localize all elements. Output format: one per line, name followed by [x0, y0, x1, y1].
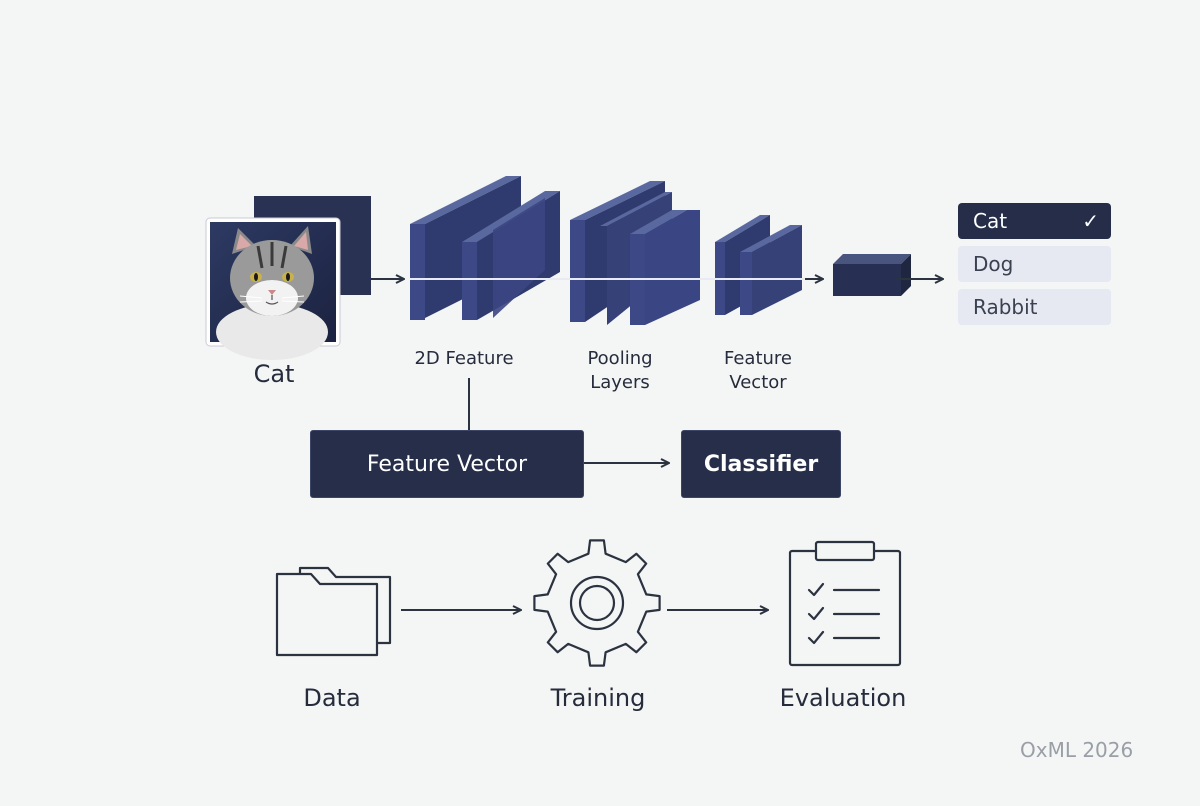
prediction-option-label: Dog	[973, 252, 1014, 276]
pooling-label-line1: Pooling	[587, 348, 653, 369]
watermark: OxML 2026	[1020, 738, 1134, 762]
output-block	[833, 254, 911, 296]
prediction-option-rabbit[interactable]: Rabbit	[958, 289, 1111, 325]
workflow-step-training-label: Training	[550, 684, 646, 712]
prediction-option-cat[interactable]: Cat ✓	[958, 203, 1111, 239]
pooling-layer-stack	[570, 181, 700, 325]
prediction-option-label: Cat	[973, 209, 1008, 233]
conv-layer-stack	[410, 176, 560, 320]
feature-2d-label: 2D Feature	[414, 348, 514, 369]
gear-outer-ring	[569, 575, 625, 631]
input-image	[205, 196, 371, 360]
classifier-box: Classifier	[681, 430, 841, 498]
feature-vector-stage-label-line2: Vector	[729, 372, 787, 393]
input-label: Cat	[253, 360, 295, 388]
check-icon: ✓	[1082, 209, 1099, 233]
cat-photo	[210, 222, 336, 360]
feature-vector-stage-label-line1: Feature	[723, 348, 793, 369]
feature-vector-box-label: Feature Vector	[366, 451, 528, 477]
gear-inner-ring	[578, 584, 616, 622]
feature-vector-stage-label: Feature Vector	[698, 347, 818, 395]
feature-vector-box: Feature Vector	[310, 430, 584, 498]
feature-vector-stack	[715, 215, 802, 315]
classifier-box-label: Classifier	[703, 451, 819, 477]
workflow-step-data-label: Data	[303, 684, 361, 712]
gear-icon	[533, 539, 661, 667]
workflow-step-evaluation-label: Evaluation	[779, 684, 907, 712]
pooling-label: Pooling Layers	[560, 347, 680, 395]
gear-outline	[533, 539, 661, 667]
clipboard-checklist-icon	[788, 540, 902, 667]
pooling-label-line2: Layers	[590, 372, 650, 393]
prediction-option-label: Rabbit	[973, 295, 1038, 319]
folder-icon	[275, 566, 392, 657]
prediction-option-dog[interactable]: Dog	[958, 246, 1111, 282]
